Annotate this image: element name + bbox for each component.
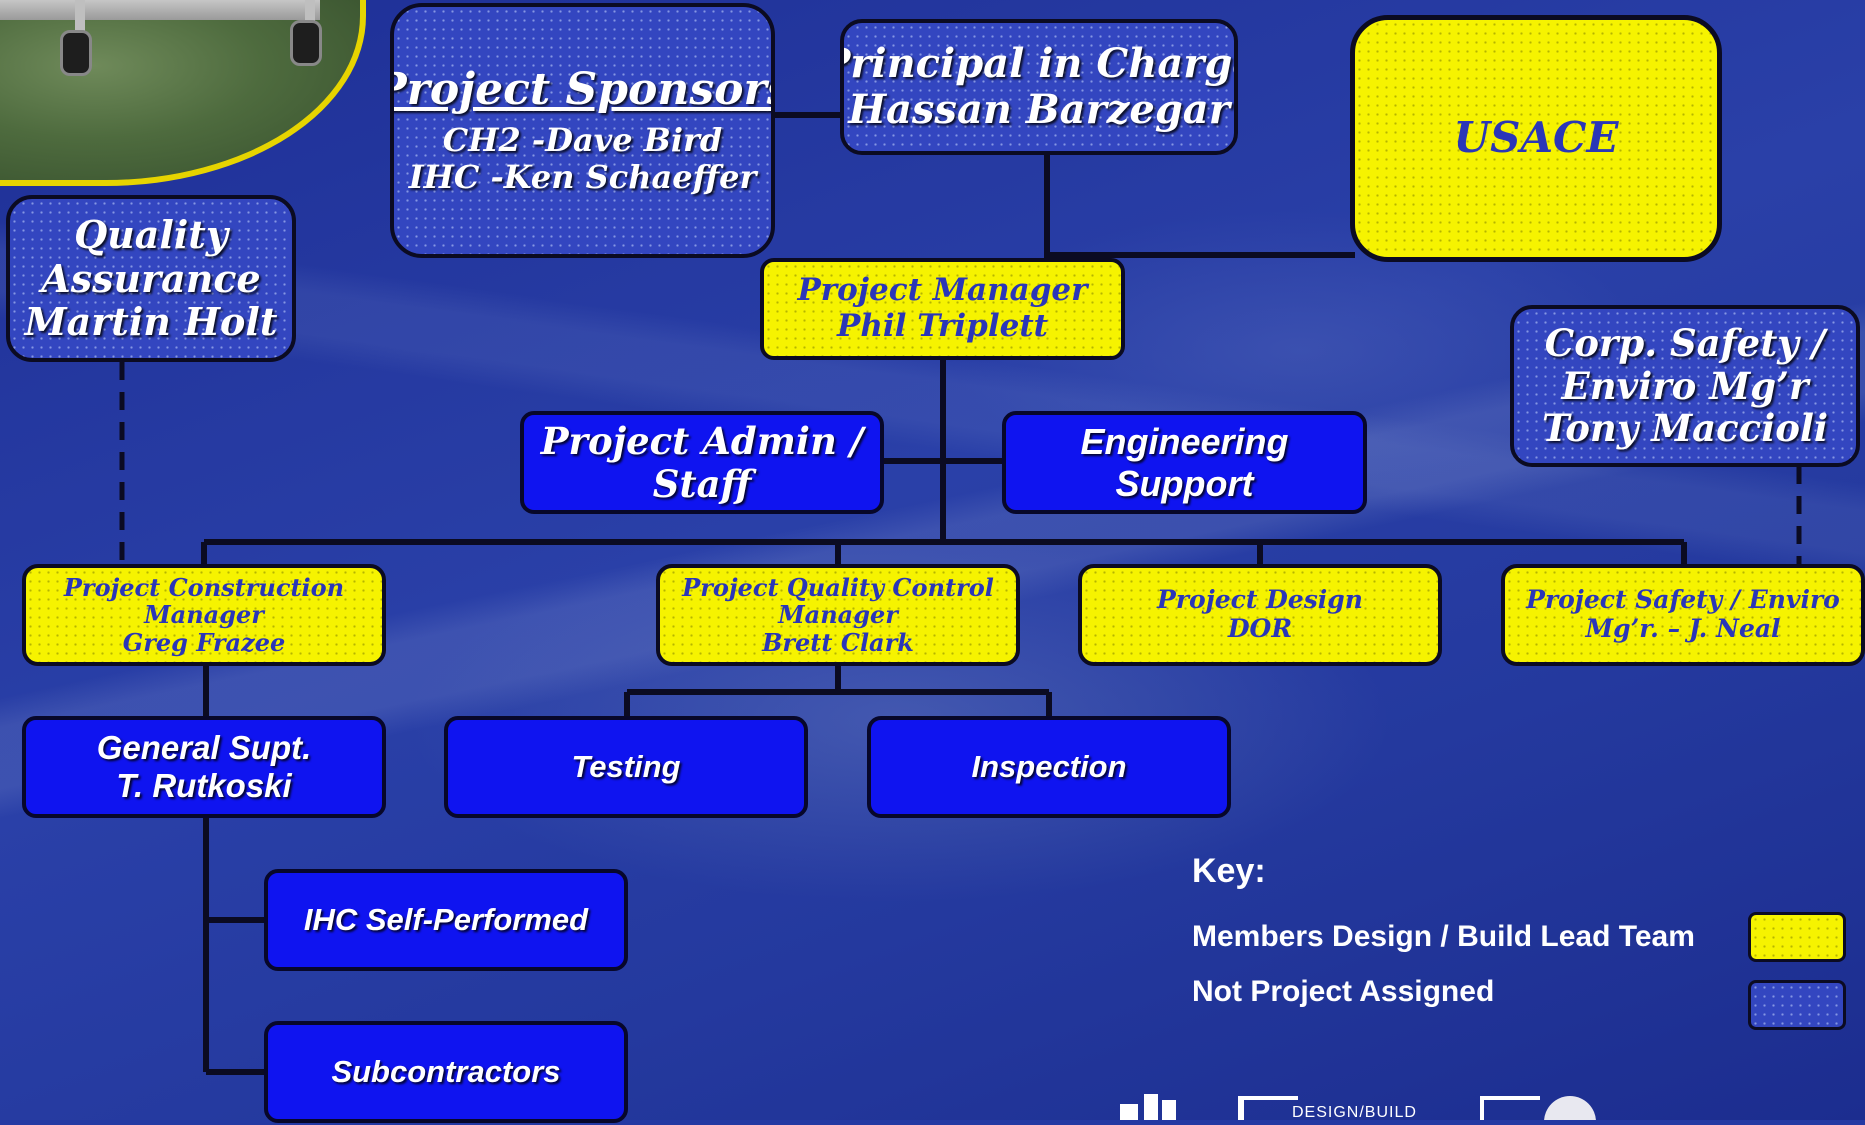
supt-line1: General Supt.: [96, 729, 312, 767]
usace-label: USACE: [1453, 113, 1619, 163]
node-project-admin: Project Admin / Staff: [520, 411, 884, 514]
node-ihc-self-performed: IHC Self-Performed: [264, 869, 628, 971]
safety-line2: Mg’r. – J. Neal: [1585, 614, 1781, 643]
legend-not-assigned-label: Not Project Assigned: [1192, 975, 1495, 1008]
node-project-design: Project Design DOR: [1078, 564, 1442, 666]
corp-safety-line1: Corp. Safety /: [1544, 321, 1826, 366]
engineering-line2: Support: [1115, 462, 1254, 504]
landing-gear-strut: [75, 0, 85, 50]
design-line2: DOR: [1227, 614, 1293, 643]
node-project-sponsors: Project Sponsors CH2 -Dave Bird IHC -Ken…: [390, 3, 775, 258]
sponsors-line1: CH2 -Dave Bird: [442, 121, 723, 159]
company-logo: DESIGN/BUILD: [1100, 1090, 1600, 1125]
construction-name: Greg Frazee: [122, 627, 286, 657]
landing-gear-wheel: [60, 30, 92, 76]
node-engineering-support: Engineering Support: [1002, 411, 1367, 514]
engineering-line1: Engineering: [1080, 421, 1289, 463]
construction-line2: Manager: [144, 600, 264, 630]
qc-line2: Manager: [778, 600, 898, 630]
admin-line2: Staff: [652, 461, 752, 506]
node-corp-safety: Corp. Safety / Enviro Mg’r Tony Maccioli: [1510, 305, 1860, 467]
node-testing: Testing: [444, 716, 808, 818]
node-project-safety: Project Safety / Enviro Mg’r. – J. Neal: [1501, 564, 1865, 666]
corp-safety-name: Tony Maccioli: [1541, 406, 1829, 451]
pm-title: Project Manager: [797, 272, 1088, 309]
node-quality-assurance: Quality Assurance Martin Holt: [6, 195, 296, 362]
sponsors-line2: IHC -Ken Schaeffer: [408, 157, 757, 196]
node-general-supt: General Supt. T. Rutkoski: [22, 716, 386, 818]
qc-name: Brett Clark: [762, 627, 914, 657]
pm-name: Phil Triplett: [837, 308, 1048, 344]
qa-name: Martin Holt: [24, 299, 278, 345]
landing-gear-wheel: [290, 20, 322, 66]
testing-label: Testing: [571, 749, 681, 785]
legend-lead-team-swatch: [1748, 912, 1846, 962]
ihc-label: IHC Self-Performed: [303, 902, 589, 938]
legend-lead-team-label: Members Design / Build Lead Team: [1192, 920, 1695, 953]
design-line1: Project Design: [1157, 585, 1363, 615]
principal-name: Hassan Barzegar: [848, 86, 1230, 133]
logo-text: DESIGN/BUILD: [1292, 1104, 1417, 1121]
qa-line1: Quality: [74, 211, 228, 257]
node-qc-manager: Project Quality Control Manager Brett Cl…: [656, 564, 1020, 666]
node-project-manager: Project Manager Phil Triplett: [760, 258, 1125, 360]
legend-title: Key:: [1192, 852, 1266, 890]
safety-line1: Project Safety / Enviro: [1526, 585, 1840, 615]
inspection-label: Inspection: [971, 749, 1127, 785]
node-construction-manager: Project Construction Manager Greg Frazee: [22, 564, 386, 666]
logo-mark: [1120, 1094, 1596, 1125]
qa-line2: Assurance: [41, 255, 261, 301]
node-subcontractors: Subcontractors: [264, 1021, 628, 1123]
principal-title: Principal in Charge: [840, 40, 1238, 87]
construction-line1: Project Construction: [63, 572, 345, 602]
admin-line1: Project Admin /: [540, 418, 864, 463]
legend-not-assigned-swatch: [1748, 980, 1846, 1030]
qc-line1: Project Quality Control: [682, 572, 994, 602]
node-inspection: Inspection: [867, 716, 1231, 818]
node-usace: USACE: [1350, 15, 1722, 262]
node-principal-in-charge: Principal in Charge Hassan Barzegar: [840, 19, 1238, 155]
corp-safety-line2: Enviro Mg’r: [1561, 363, 1809, 408]
subcontractors-label: Subcontractors: [331, 1054, 561, 1090]
sponsors-title: Project Sponsors: [390, 64, 775, 116]
supt-name: T. Rutkoski: [116, 767, 292, 804]
